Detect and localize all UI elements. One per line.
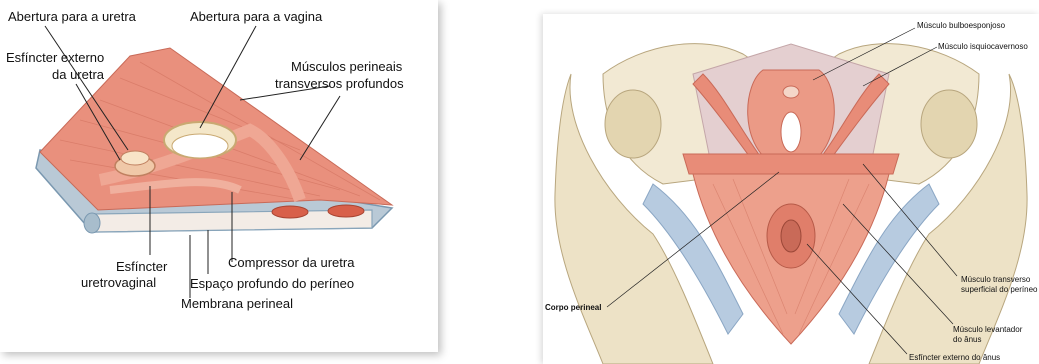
deep-pouch-illustration: Abertura para a uretra Abertura para a v…: [0, 0, 438, 352]
perineal-muscles-diagram: Músculo bulboesponjoso Músculo isquiocav…: [543, 14, 1039, 364]
label-vagina-opening: Abertura para a vagina: [190, 9, 323, 24]
deep-perineal-pouch-diagram: Abertura para a uretra Abertura para a v…: [0, 0, 438, 352]
label-urethra-opening: Abertura para a uretra: [8, 9, 137, 24]
label-external-sphincter-2: da uretra: [52, 67, 105, 82]
label-external-anal-sphincter: Esfíncter externo do ânus: [909, 353, 1000, 362]
label-perineal-membrane: Membrana perineal: [181, 296, 293, 311]
vaginal-orifice: [781, 112, 801, 152]
perineum-illustration: Músculo bulboesponjoso Músculo isquiocav…: [543, 14, 1039, 364]
label-levator-ani-1: Músculo levantador: [953, 325, 1023, 334]
superficial-transverse-perineal: [683, 154, 899, 174]
cut-muscle-end-1: [272, 206, 308, 218]
cut-muscle-end-2: [328, 205, 364, 217]
urethral-orifice: [783, 86, 799, 98]
membrane-end: [84, 213, 100, 233]
label-superficial-transverse-2: superficial do períneo: [961, 285, 1038, 294]
label-bulbospongiosus: Músculo bulboesponjoso: [917, 21, 1006, 30]
label-urethrovaginal-2: uretrovaginal: [81, 275, 156, 290]
label-ischiocavernosus: Músculo isquiocavernoso: [938, 42, 1028, 51]
label-superficial-transverse-1: Músculo transverso: [961, 275, 1031, 284]
left-obturator-foramen: [605, 90, 661, 158]
label-deep-space: Espaço profundo do períneo: [190, 276, 354, 291]
urethra-opening: [121, 151, 149, 165]
label-deep-transverse-2: transversos profundos: [275, 76, 404, 91]
label-perineal-body: Corpo perineal: [545, 303, 601, 312]
label-external-sphincter-1: Esfíncter externo: [6, 50, 104, 65]
label-levator-ani-2: do ânus: [953, 335, 981, 344]
label-compressor: Compressor da uretra: [228, 255, 355, 270]
label-urethrovaginal-1: Esfíncter: [116, 259, 168, 274]
right-obturator-foramen: [921, 90, 977, 158]
vagina-opening: [172, 134, 228, 158]
anal-canal: [781, 220, 801, 252]
label-deep-transverse-1: Músculos perineais: [291, 59, 403, 74]
